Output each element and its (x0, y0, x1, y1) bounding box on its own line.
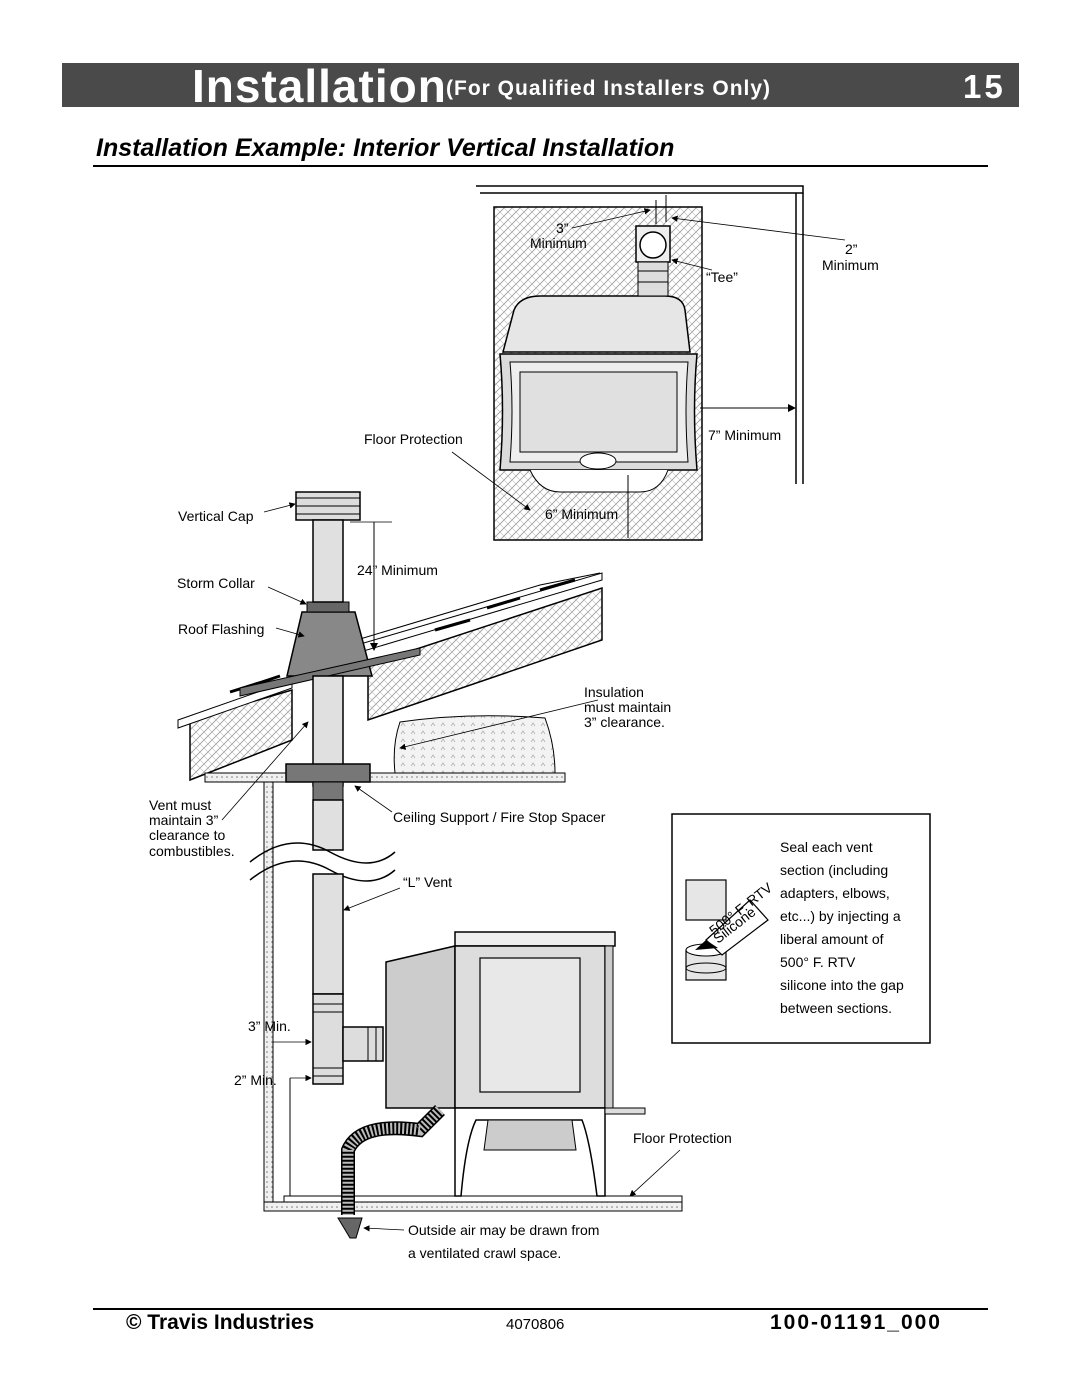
seal-line: 500° F. RTV (780, 954, 856, 970)
roof-right (367, 586, 603, 722)
tee-branch (342, 1026, 384, 1062)
upper-pipe-section (685, 879, 727, 921)
label-3in: 3” (556, 220, 569, 236)
label-insulation-3: 3” clearance. (584, 714, 665, 730)
fire-stop-spacer (312, 781, 344, 801)
air-intake (337, 1217, 363, 1239)
storm-collar (306, 601, 350, 613)
break-line-1 (249, 842, 396, 864)
label-vent-must-4: combustibles. (149, 843, 235, 859)
ceiling (204, 772, 566, 783)
leader-2in (671, 215, 846, 241)
tee-pipe (639, 231, 667, 259)
stove-top (502, 295, 691, 353)
section-rule (93, 165, 988, 167)
footer-part-number: 100-01191_000 (770, 1311, 942, 1334)
stove-legs (454, 1107, 606, 1197)
ash-lip (529, 469, 669, 493)
l-vent-lower (312, 873, 344, 995)
page-number: 15 (963, 68, 1006, 105)
leader-tee (671, 258, 713, 271)
leader-storm-collar (267, 586, 307, 605)
label-ceiling-support: Ceiling Support / Fire Stop Spacer (393, 809, 606, 825)
seal-line: silicone into the gap (780, 977, 904, 993)
label-outside-air-2: a ventilated crawl space. (408, 1245, 561, 1261)
seal-line: section (including (780, 862, 888, 878)
label-vertical-cap: Vertical Cap (178, 508, 254, 524)
label-l-vent: “L” Vent (403, 874, 452, 890)
ash-pan (579, 452, 617, 470)
label-storm-collar: Storm Collar (177, 575, 255, 591)
seal-line: etc...) by injecting a (780, 908, 901, 924)
label-vent-must-3: clearance to (149, 827, 225, 843)
label-2in-min: 2” Min. (234, 1072, 277, 1088)
label-vent-must-1: Vent must (149, 797, 211, 813)
leader-outside-air (363, 1225, 405, 1232)
label-minimum: Minimum (530, 235, 587, 251)
seal-line: adapters, elbows, (780, 885, 890, 901)
label-insulation-2: must maintain (584, 699, 671, 715)
label-3in-min: 3” Min. (248, 1018, 291, 1034)
flashing-base (239, 647, 421, 697)
label-outside-air-1: Outside air may be drawn from (408, 1222, 599, 1238)
stove-door-side (479, 957, 581, 1093)
page-title: Installation (192, 60, 447, 112)
footer-code: 4070806 (506, 1316, 565, 1333)
seal-box-border (671, 813, 931, 1044)
stove-edge (604, 945, 614, 1109)
vent-tee (312, 993, 344, 1085)
top-view: 3” Minimum 2” Minimum “Tee” Floor Protec… (364, 185, 879, 541)
label-24in-minimum: 24” Minimum (357, 562, 438, 578)
ceiling-support (285, 763, 371, 783)
tube-nozzle (695, 940, 718, 950)
label-tee: “Tee” (706, 269, 738, 285)
insulation (393, 715, 556, 774)
l-vent-upper (312, 799, 344, 851)
leader-insulation (399, 699, 599, 750)
ash-drawer (483, 1119, 577, 1151)
label-6in-minimum: 6” Minimum (545, 506, 618, 522)
leader-floor-top (451, 451, 531, 511)
label-roof-flashing: Roof Flashing (178, 621, 264, 637)
leader-vent-must (221, 721, 309, 821)
header-bar (62, 63, 1019, 107)
label-7in-minimum: 7” Minimum (708, 427, 781, 443)
label-floor-protection-bottom: Floor Protection (633, 1130, 732, 1146)
stove-top-side (454, 931, 616, 947)
label-insulation-1: Insulation (584, 684, 644, 700)
label-vent-must-2: maintain 3” (149, 812, 219, 828)
seal-instruction-text: Seal each vent section (including adapters… (780, 839, 904, 1016)
break-line-2 (249, 860, 396, 882)
silicone-tube (705, 899, 769, 956)
seal-line: liberal amount of (780, 931, 884, 947)
seal-line: Seal each vent (780, 839, 873, 855)
top-wall (476, 185, 804, 194)
leader-roof-flashing (275, 627, 305, 638)
seal-line: between sections. (780, 1000, 892, 1016)
shingle-2 (177, 679, 293, 729)
leader-3in (571, 208, 651, 229)
page-subtitle: (For Qualified Installers Only) (446, 77, 772, 100)
tee-collar (637, 261, 669, 297)
leader-vertical-cap (263, 502, 296, 513)
seal-instruction-box: 500° F. RTV Silicone Seal each ventsecti… (671, 813, 931, 1044)
footer-rule (93, 1308, 988, 1310)
label-floor-protection-top: Floor Protection (364, 431, 463, 447)
side-wall (795, 193, 804, 484)
leader-floor-bottom (629, 1149, 681, 1197)
stove-side (385, 945, 456, 1109)
floor (263, 1201, 683, 1212)
section-title: Installation Example: Interior Vertical … (96, 134, 675, 162)
side-view: Vertical Cap 24” Minimum Storm Collar Ro… (149, 491, 732, 1261)
floor-protection-bottom (283, 1195, 683, 1203)
label-minimum-2: Minimum (822, 257, 879, 273)
vent-pipe-upper (312, 519, 344, 603)
footer-company: © Travis Industries (126, 1311, 315, 1334)
leader-l-vent (343, 887, 401, 911)
stove-door (519, 371, 678, 453)
label-2in: 2” (845, 241, 858, 257)
left-wall (263, 781, 274, 1203)
leader-ceiling-support (354, 785, 393, 813)
